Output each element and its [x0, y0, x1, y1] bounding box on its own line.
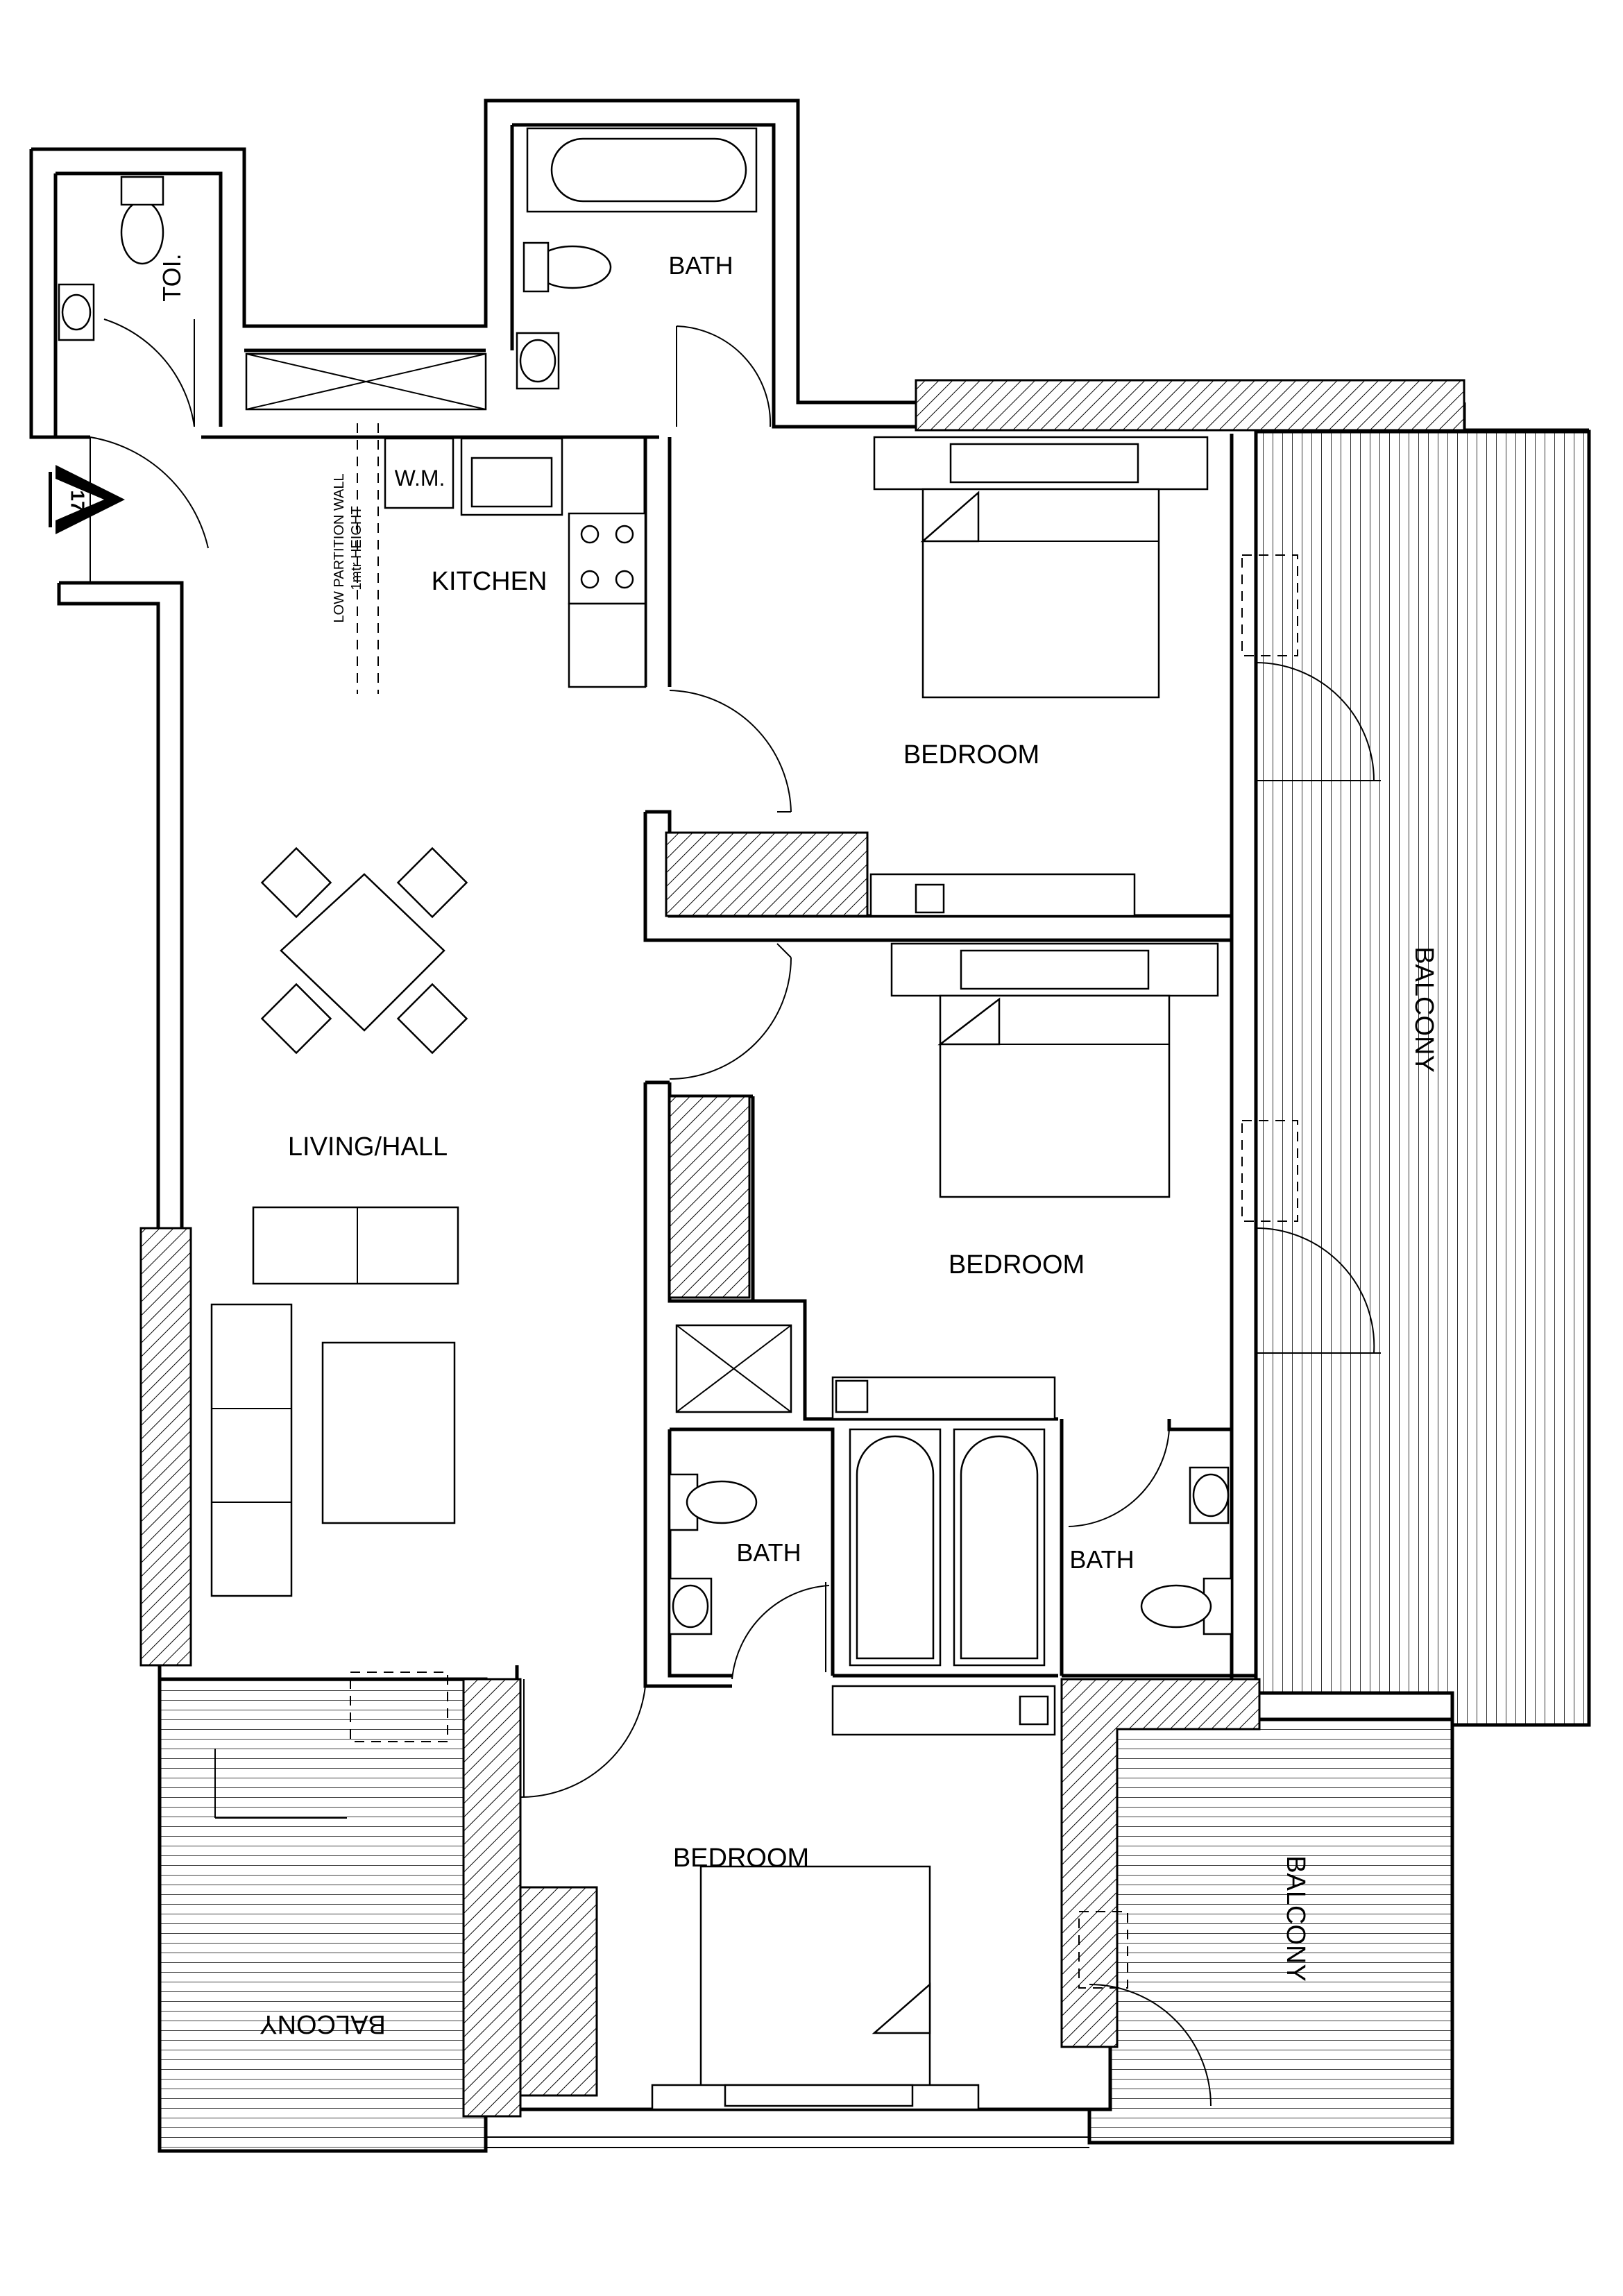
label-bath-top: BATH: [668, 251, 733, 280]
duct-top: [245, 352, 487, 411]
label-balcony-right: BALCONY: [1409, 946, 1438, 1073]
label-balcony-lower-right: BALCONY: [1281, 1855, 1310, 1982]
beam-bottom-middle: [462, 1678, 522, 2118]
label-bath-mid-right: BATH: [1069, 1545, 1134, 1574]
label-bedroom-1: BEDROOM: [903, 740, 1039, 769]
room-labels: TOI. BATH W.M. KITCHEN LOW PARTITION WAL…: [158, 251, 1438, 2039]
label-balcony-lower-left: BALCONY: [260, 2009, 386, 2039]
beam-left: [139, 1227, 192, 1667]
label-living: LIVING/HALL: [288, 1132, 448, 1162]
unit-number: 17: [67, 490, 89, 511]
fixtures: [58, 127, 1233, 2111]
label-partition-line2: 1mtr HEIGHT: [349, 506, 364, 590]
doors: [90, 318, 1381, 2107]
balcony-lower-left-deck: [158, 1677, 488, 2153]
label-toilet: TOI.: [158, 253, 186, 301]
stove: [568, 512, 647, 605]
label-kitchen: KITCHEN: [432, 567, 547, 596]
unit-number-marker[interactable]: 17: [49, 465, 125, 534]
balcony-right-deck: [1254, 430, 1591, 1727]
label-bedroom-2: BEDROOM: [949, 1250, 1085, 1279]
label-partition-line1: LOW PARTITION WALL: [332, 473, 347, 622]
beam-top: [915, 379, 1465, 432]
washing-machine: [384, 437, 454, 509]
label-bath-mid-left: BATH: [736, 1538, 801, 1567]
duct-mid: [675, 1324, 792, 1413]
beam-lower-right: [1060, 1678, 1261, 2048]
label-bedroom-3: BEDROOM: [673, 1844, 809, 1873]
balcony-lower-right-deck: [1087, 1717, 1454, 2145]
label-wm: W.M.: [395, 466, 445, 491]
